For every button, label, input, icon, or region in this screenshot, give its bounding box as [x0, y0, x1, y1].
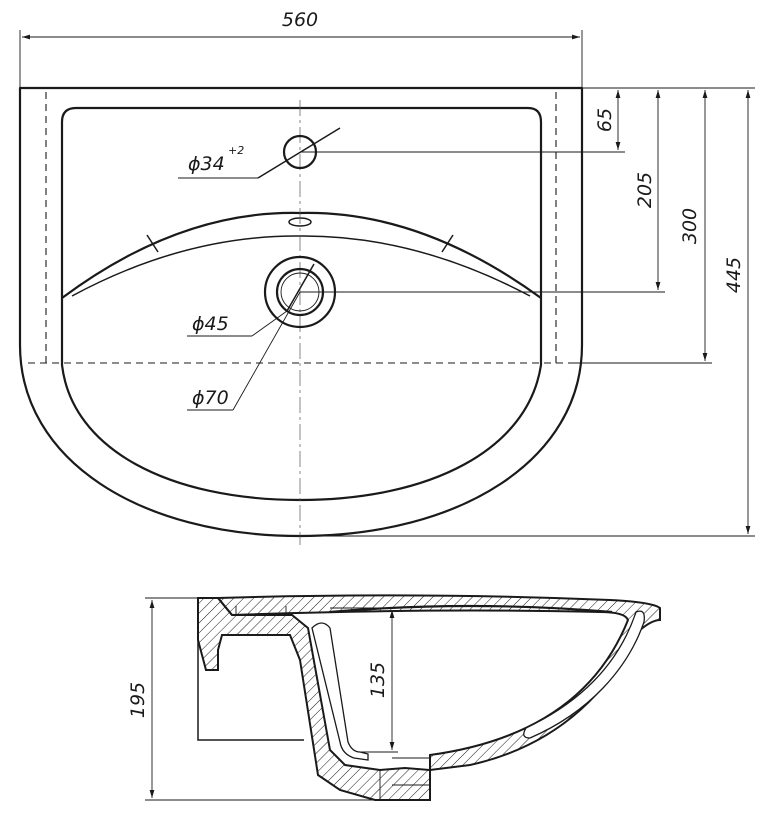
section-hatched-body [197, 597, 431, 801]
drain-outer-diameter-line [232, 291, 301, 411]
top-view: 560 ϕ34 +2 ϕ45 ϕ70 65 205 300 445 [18, 9, 755, 545]
dim-text-tap-hole-tolerance: +2 [228, 144, 244, 157]
dim-text-65: 65 [594, 108, 616, 132]
section-overflow-channel [311, 622, 369, 761]
drain-inner-diameter-line [286, 263, 315, 312]
dim-text-tap-hole: ϕ34 [188, 153, 225, 175]
dim-text-195: 195 [127, 682, 149, 718]
dim-text-135: 135 [367, 662, 389, 698]
section-bowl-inner-line [329, 604, 613, 614]
dim-text-445: 445 [723, 257, 745, 293]
basin-outer-outline [18, 86, 584, 538]
drain-inner-leader-2 [251, 310, 288, 337]
rim-mark-right [441, 234, 454, 253]
basin-inner-outline [60, 106, 543, 502]
dim-text-drain-inner: ϕ45 [192, 313, 229, 335]
tap-hole-diameter-line [257, 127, 341, 179]
section-bowl-slot [523, 610, 645, 739]
section-view: 195 135 [127, 594, 661, 801]
rim-mark-left [146, 234, 159, 253]
dim-text-205: 205 [634, 172, 656, 208]
dim-text-560: 560 [282, 9, 318, 31]
dim-text-drain-outer: ϕ70 [192, 387, 229, 409]
dim-text-300: 300 [679, 208, 701, 244]
section-back-wall [197, 598, 304, 741]
